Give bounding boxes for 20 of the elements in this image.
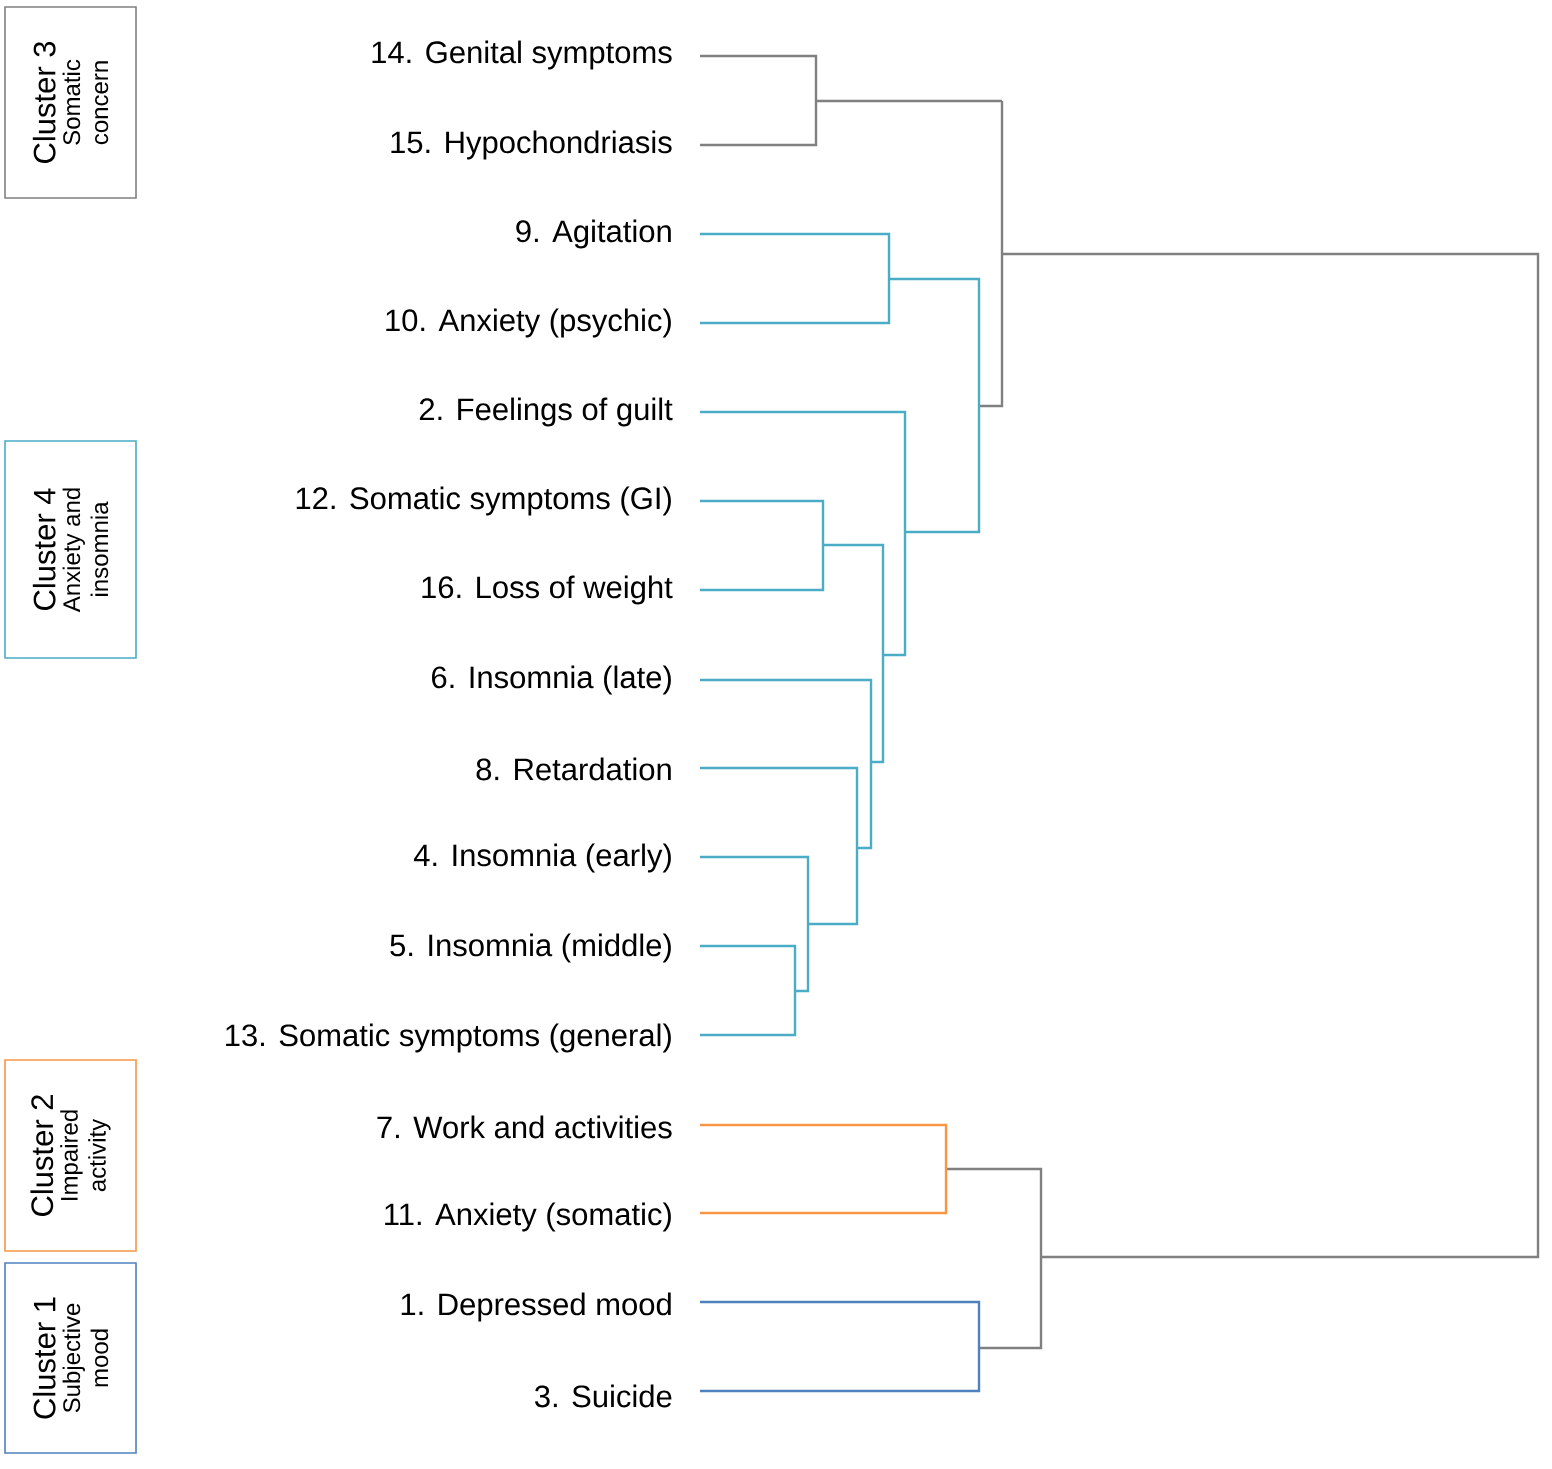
cluster-box: Cluster 1 Subjective mood [4,1262,137,1454]
item-label: 12. Somatic symptoms (GI) [296,486,671,516]
item-label: 10. Anxiety (psychic) [386,308,671,338]
item-label: 6. Insomnia (late) [432,665,671,695]
item-label: 1. Depressed mood [401,1292,671,1322]
item-label: 3. Suicide [535,1384,672,1408]
item-label: 7. Work and activities [377,1115,672,1139]
cluster-box: Cluster 4 Anxiety and insomnia [4,440,137,659]
item-label: 11. Anxiety (somatic) [385,1202,671,1232]
item-label: 5. Insomnia (middle) [390,933,671,963]
item-label: 8. Retardation [476,757,671,781]
item-label: 15. Hypochondriasis [391,130,672,160]
item-label: 13. Somatic symptoms (general) [226,1023,671,1053]
item-label: 16. Loss of weight [422,575,673,605]
item-label: 14. Genital symptoms [372,40,672,70]
cluster-box: Cluster 2 Impaired activity [4,1059,137,1252]
cluster-box: Cluster 3 Somatic concern [4,6,137,199]
item-label: 2. Feelings of guilt [419,397,673,427]
item-label: 4. Insomnia (early) [413,843,671,873]
item-label: 9. Agitation [516,219,671,249]
